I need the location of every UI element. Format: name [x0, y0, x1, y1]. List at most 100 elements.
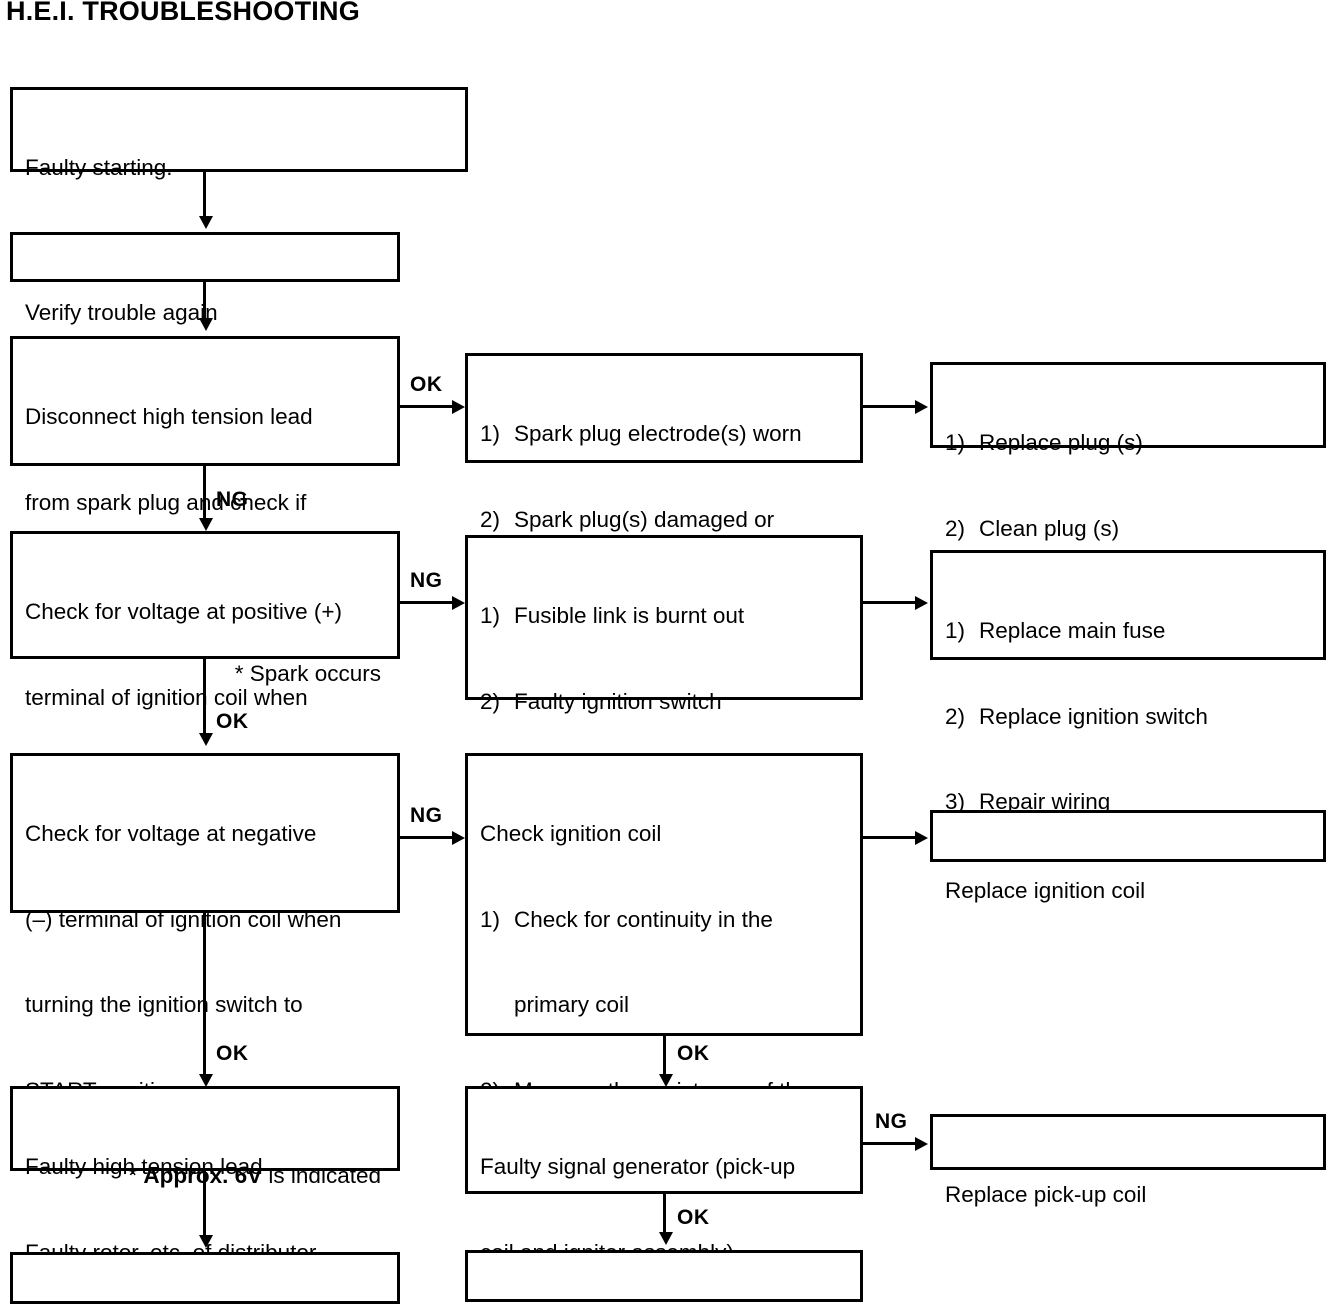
- connector-disconnect-ok: [400, 405, 455, 408]
- arrowhead-signal-ng: [915, 1137, 928, 1151]
- connector-coil-ok: [663, 1036, 666, 1078]
- arrowhead-lead-to-replace: [199, 1235, 213, 1248]
- arrowhead-coil-to-replace-coil: [915, 831, 928, 845]
- connector-verify-to-disconnect: [203, 282, 206, 322]
- replace-pickup-line1: Replace pick-up coil: [945, 1182, 1147, 1207]
- spark-cause-1-num: 1): [480, 421, 501, 446]
- edge-label-ok-signal: OK: [677, 1206, 710, 1229]
- disconnect-lead-line2: from spark plug and check if: [25, 489, 307, 515]
- spark-cause-1-text: Spark plug electrode(s) worn: [514, 421, 802, 446]
- spark-cause-2-num: 2): [480, 506, 501, 532]
- positive-cause-2-text: Faulty ignition switch: [514, 688, 722, 714]
- arrowhead-faulty-to-verify: [199, 216, 213, 229]
- box-spark-plug-causes: 1) Spark plug electrode(s) worn 2) Spark p…: [465, 353, 863, 617]
- edge-label-ng-spark: NG: [216, 488, 249, 511]
- arrowhead-verify-to-disconnect: [199, 318, 213, 331]
- positive-remedy-1-num: 1): [945, 618, 966, 643]
- arrowhead-causes-to-remedies-positive: [915, 596, 928, 610]
- connector-causes-to-remedies-plug: [863, 405, 918, 408]
- box-replace-pickup-coil: Replace pick-up coil: [930, 1114, 1326, 1207]
- plug-remedy-1: 1) Replace plug (s): [945, 429, 1313, 458]
- edge-label-ok-coil: OK: [677, 1042, 710, 1065]
- positive-remedy-2-text: Replace ignition switch: [979, 703, 1208, 729]
- edge-label-ok-positive: OK: [216, 710, 249, 733]
- box-positive-remedies: 1) Replace main fuse 2) Replace ignition s…: [930, 550, 1326, 814]
- edge-label-ng-negative: NG: [410, 804, 443, 827]
- plug-remedy-2: 2) Clean plug (s): [945, 515, 1313, 544]
- connector-lead-to-replace: [203, 1171, 206, 1239]
- positive-cause-1: 1) Fusible link is burnt out: [480, 602, 850, 631]
- box-check-positive: Check for voltage at positive (+) termin…: [10, 531, 400, 881]
- check-positive-line2: terminal of ignition coil when: [25, 684, 308, 710]
- edge-label-ok-spark: OK: [410, 373, 443, 396]
- positive-remedy-3: 3) Repair wiring: [945, 788, 1313, 817]
- check-coil-1: 1) Check for continuity in the: [480, 906, 850, 935]
- connector-negative-ok: [203, 913, 206, 1078]
- page-title: H.E.I. TROUBLESHOOTING: [6, 0, 360, 26]
- box-faulty-lead: Faulty high tension lead Faulty rotor, e…: [10, 1086, 400, 1265]
- arrowhead-negative-ok: [199, 1074, 213, 1087]
- arrowhead-negative-ng: [452, 831, 465, 845]
- positive-remedy-3-text: Repair wiring: [979, 789, 1111, 814]
- positive-remedy-3-num: 3): [945, 789, 966, 814]
- arrowhead-positive-ng: [452, 596, 465, 610]
- check-coil-header: Check ignition coil: [480, 821, 662, 846]
- check-coil-1-num: 1): [480, 906, 501, 932]
- faulty-lead-line1: Faulty high tension lead: [25, 1154, 263, 1179]
- check-negative-line1: Check for voltage at negative: [25, 821, 317, 846]
- box-check-ignition-coil: Check ignition coil 1) Check for continui…: [465, 753, 863, 1274]
- check-coil-1-text: Check for continuity in the: [514, 906, 773, 932]
- arrowhead-coil-ok: [659, 1074, 673, 1087]
- spark-cause-2-text: Spark plug(s) damaged or: [514, 506, 775, 532]
- positive-remedy-1-text: Replace main fuse: [979, 618, 1166, 643]
- check-positive-line1: Check for voltage at positive (+): [25, 599, 343, 624]
- spark-cause-1: 1) Spark plug electrode(s) worn: [480, 420, 850, 449]
- box-check-negative: Check for voltage at negative (–) termin…: [10, 753, 400, 1188]
- verify-trouble-line1: Verify trouble again: [25, 300, 218, 325]
- plug-remedy-1-text: Replace plug (s): [979, 430, 1143, 455]
- check-negative-line3: turning the ignition switch to: [25, 992, 303, 1017]
- arrowhead-disconnect-ok: [452, 400, 465, 414]
- plug-remedy-2-num: 2): [945, 515, 966, 541]
- spark-cause-2: 2) Spark plug(s) damaged or: [480, 506, 850, 535]
- connector-positive-ng: [400, 601, 455, 604]
- positive-remedy-2-num: 2): [945, 703, 966, 729]
- connector-coil-to-replace-coil: [863, 836, 918, 839]
- edge-label-ok-negative: OK: [216, 1042, 249, 1065]
- positive-remedy-2: 2) Replace ignition switch: [945, 703, 1313, 732]
- box-plug-remedies: 1) Replace plug (s) 2) Clean plug (s): [930, 362, 1326, 541]
- positive-cause-1-num: 1): [480, 603, 501, 628]
- box-faulty-starting: Faulty starting. Engine is difficult to …: [10, 87, 468, 266]
- faulty-starting-line1: Faulty starting.: [25, 155, 173, 180]
- box-positive-causes: 1) Fusible link is burnt out 2) Faulty ign…: [465, 535, 863, 970]
- connector-positive-ok: [203, 659, 206, 737]
- positive-cause-2-num: 2): [480, 688, 501, 714]
- connector-negative-ng: [400, 836, 455, 839]
- box-replace-igniter: Replace igniter (control module): [465, 1250, 863, 1302]
- edge-label-ng-signal: NG: [875, 1110, 908, 1133]
- box-disconnect-lead: Disconnect high tension lead from spark …: [10, 336, 400, 686]
- box-verify-trouble: Verify trouble again: [10, 232, 400, 325]
- connector-causes-to-remedies-positive: [863, 601, 918, 604]
- arrowhead-causes-to-remedies-plug: [915, 400, 928, 414]
- positive-cause-1-text: Fusible link is burnt out: [514, 603, 745, 628]
- check-negative-star: *: [128, 1163, 138, 1188]
- positive-cause-2: 2) Faulty ignition switch: [480, 688, 850, 717]
- replace-coil-line1: Replace ignition coil: [945, 878, 1146, 903]
- box-replace-ignition-coil: Replace ignition coil: [930, 810, 1326, 903]
- connector-signal-ng: [863, 1142, 918, 1145]
- connector-signal-ok: [663, 1194, 666, 1236]
- faulty-signal-line1: Faulty signal generator (pick-up: [480, 1154, 796, 1179]
- arrowhead-signal-ok: [659, 1232, 673, 1245]
- positive-remedy-1: 1) Replace main fuse: [945, 617, 1313, 646]
- edge-label-ng-positive: NG: [410, 569, 443, 592]
- arrowhead-disconnect-ng: [199, 518, 213, 531]
- plug-remedy-1-num: 1): [945, 430, 966, 455]
- connector-disconnect-ng: [203, 466, 206, 522]
- disconnect-lead-note: * Spark occurs: [234, 660, 381, 686]
- arrowhead-positive-ok: [199, 733, 213, 746]
- disconnect-lead-line1: Disconnect high tension lead: [25, 404, 313, 429]
- check-negative-line2: (–) terminal of ignition coil when: [25, 906, 342, 932]
- plug-remedy-2-text: Clean plug (s): [979, 515, 1120, 541]
